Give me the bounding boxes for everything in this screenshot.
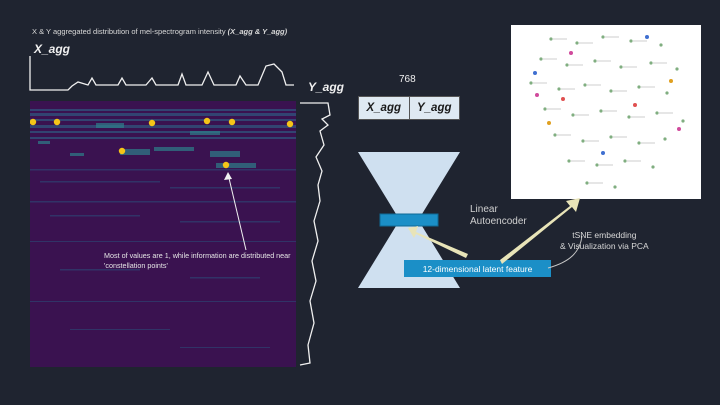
vector-cell-x-agg: X_agg [366,102,401,114]
tsne-scatter-panel [511,25,701,199]
latent-feature-box: 12-dimensional latent feature [404,260,551,277]
vector-cell-y-agg: Y_agg [408,97,460,119]
x-agg-label: X_agg [34,42,71,56]
y-agg-label: Y_agg [308,80,345,94]
input-vector-box: X_agg Y_agg [358,96,460,120]
constellation-points [30,117,294,169]
bottleneck-layer [379,213,439,227]
constellation-annotation: Most of values are 1, while information … [104,251,291,270]
vector-dimension-label: 768 [399,74,416,85]
x-agg-profile-curve [29,56,294,91]
figure-title: X & Y aggregated distribution of mel-spe… [32,27,288,36]
autoencoder-label: Linear Autoencoder [470,204,527,227]
mel-spectrogram-heatmap [30,101,296,367]
tsne-label: tSNE embedding & Visualization via PCA [560,230,649,251]
y-agg-profile-curve [299,102,331,366]
